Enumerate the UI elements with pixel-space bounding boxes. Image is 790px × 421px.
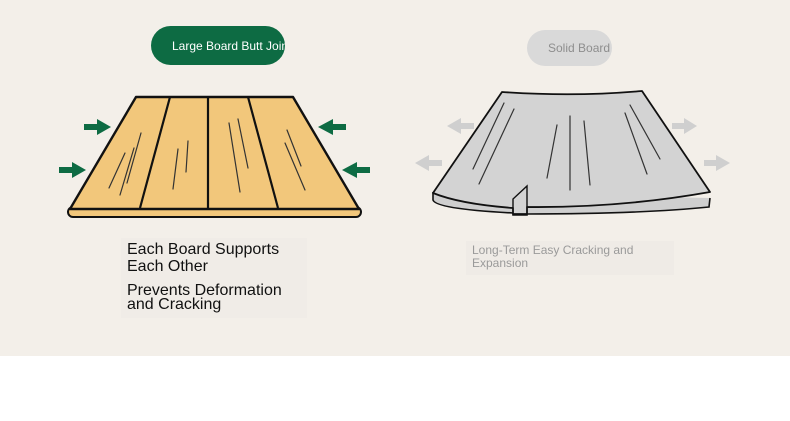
arrow-left-icon <box>318 119 346 135</box>
solid-board-badge-label: Solid Board <box>548 41 611 55</box>
caption-line: and Cracking <box>127 296 222 313</box>
solid-board-caption: Long-Term Easy Cracking and Expansion <box>466 241 674 275</box>
arrow-right-icon <box>704 155 730 171</box>
solid-board-badge: Solid Board <box>527 30 612 66</box>
butt-joint-badge: Large Board Butt Joint <box>151 26 285 65</box>
butt-joint-caption: Each Board Supports Each Other Prevents … <box>121 238 307 318</box>
illustration-canvas <box>59 90 730 218</box>
solid-board-caption-text: Long-Term Easy Cracking and Expansion <box>472 243 634 270</box>
arrow-left-icon <box>342 162 370 178</box>
arrow-left-icon <box>447 118 474 134</box>
inward-arrows <box>59 119 370 178</box>
butt-joint-badge-label: Large Board Butt Joint <box>172 38 285 53</box>
caption-line: Prevents Deformation <box>127 282 282 299</box>
comparison-panel: Large Board Butt Joint Solid Board Each … <box>0 0 790 356</box>
caption-line: Each Other <box>127 258 208 275</box>
arrow-right-icon <box>672 118 697 134</box>
butt-joint-board-illustration <box>67 95 362 218</box>
caption-line: Each Board Supports <box>127 241 280 258</box>
arrow-right-icon <box>59 162 86 178</box>
arrow-left-icon <box>415 155 442 171</box>
solid-board-illustration <box>432 90 711 216</box>
arrow-right-icon <box>84 119 111 135</box>
outward-arrows <box>415 118 730 171</box>
